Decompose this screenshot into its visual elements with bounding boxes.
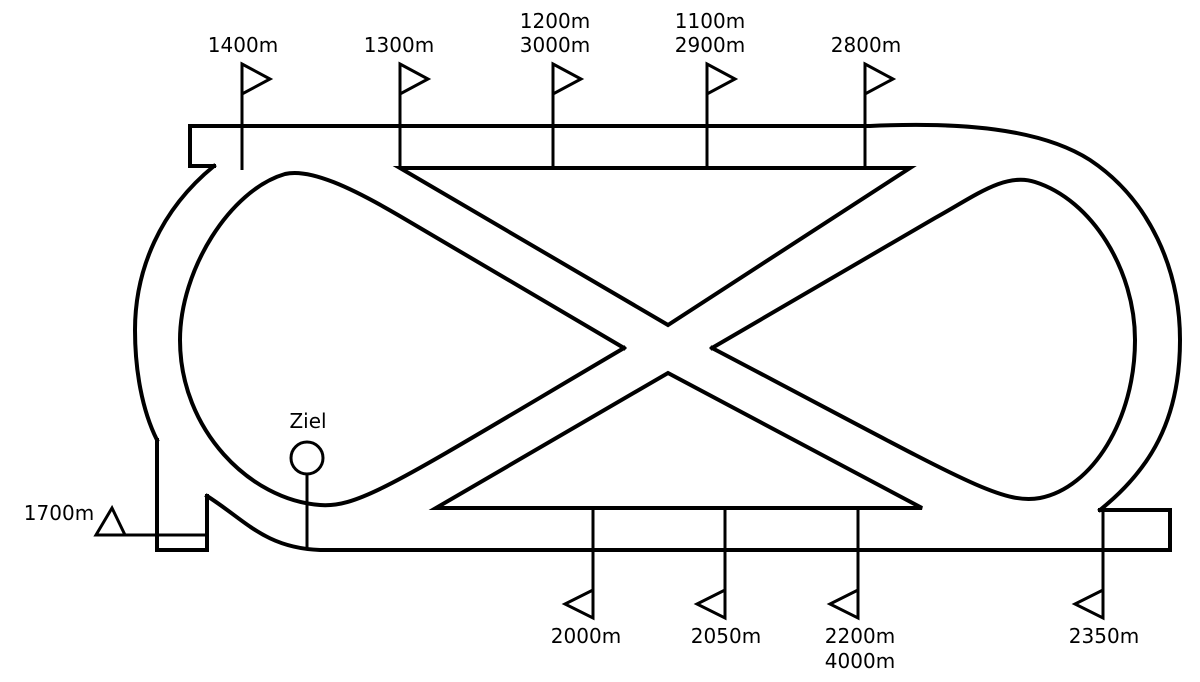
left-chute [155,438,209,552]
distance-label: 1300m [364,33,434,57]
distance-label: 2200m [825,624,895,648]
start-marker-2050: 2050m [691,510,761,648]
distance-label: 1200m [520,9,590,33]
flag-icon [863,61,897,97]
start-marker-1400: 1400m [208,33,278,170]
distance-label: 2900m [675,33,745,57]
start-marker-1300: 1300m [364,33,434,168]
start-marker-1100-2900: 1100m 2900m [675,9,745,168]
distance-label: 2000m [551,624,621,648]
distance-label: 2800m [831,33,901,57]
start-marker-1200-3000: 1200m 3000m [520,9,590,168]
distance-label: 1400m [208,33,278,57]
inner-bottom-triangle [428,370,923,510]
outer-rail-bottom [204,493,1172,552]
inner-top-triangle [392,166,917,328]
distance-label: 3000m [520,33,590,57]
flag-icon [826,587,860,621]
flag-icon [561,587,595,621]
flag-icon [705,61,739,97]
inner-left-loop [177,171,627,508]
distance-label: 1100m [675,9,745,33]
distance-label: 2350m [1069,624,1139,648]
inner-right-loop [709,177,1138,502]
start-marker-2000: 2000m [551,510,621,648]
finish-circle [289,440,325,476]
distance-label: 4000m [825,649,895,673]
flag-icon [240,61,274,97]
top-left-chute [188,124,216,168]
distance-label: 1700m [24,501,94,525]
outer-rail-top-right [188,122,1183,513]
flag-icon [1071,587,1105,621]
start-marker-1700: 1700m [24,501,207,537]
outer-rail-left [132,163,217,443]
outer-track-boundary [132,122,1183,552]
distance-label: 2050m [691,624,761,648]
start-marker-2350: 2350m [1069,510,1139,648]
start-marker-2200-4000: 2200m 4000m [825,510,895,673]
flag-icon [693,587,727,621]
finish-post: Ziel [289,409,327,548]
flag-icon [398,61,432,97]
start-marker-2800: 2800m [831,33,901,168]
finish-label: Ziel [289,409,326,433]
inner-track-boundary [177,166,1138,510]
flag-icon [93,504,128,537]
flag-icon [551,61,585,97]
